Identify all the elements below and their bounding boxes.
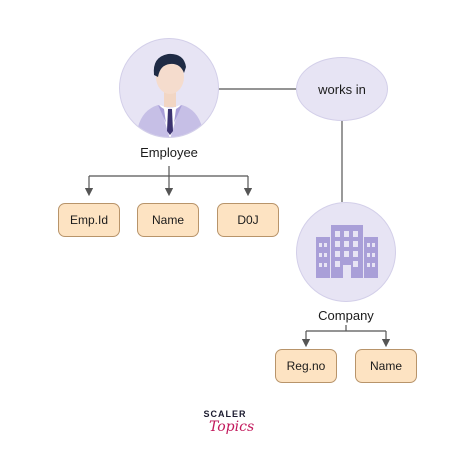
logo-topics-text: Topics [209, 419, 255, 435]
employee-label: Employee [140, 145, 198, 160]
attribute-emp-id: Emp.Id [58, 203, 120, 237]
relationship-label: works in [318, 81, 366, 97]
company-attribute-connectors [301, 325, 391, 348]
company-entity-circle [296, 202, 396, 302]
attribute-employee-name: Name [137, 203, 199, 237]
attribute-reg-no: Reg.no [275, 349, 337, 383]
attribute-doj: D0J [217, 203, 279, 237]
relationship-circle [296, 57, 388, 121]
scaler-topics-logo: SCALER Topics [195, 403, 275, 445]
employee-attribute-connectors [84, 166, 253, 197]
building-icon [316, 225, 378, 278]
employee-entity-circle [119, 38, 219, 138]
logo-scaler-text: SCALER [203, 409, 247, 419]
attribute-company-name: Name [355, 349, 417, 383]
employee-avatar-icon [136, 53, 204, 137]
company-label: Company [318, 308, 374, 323]
